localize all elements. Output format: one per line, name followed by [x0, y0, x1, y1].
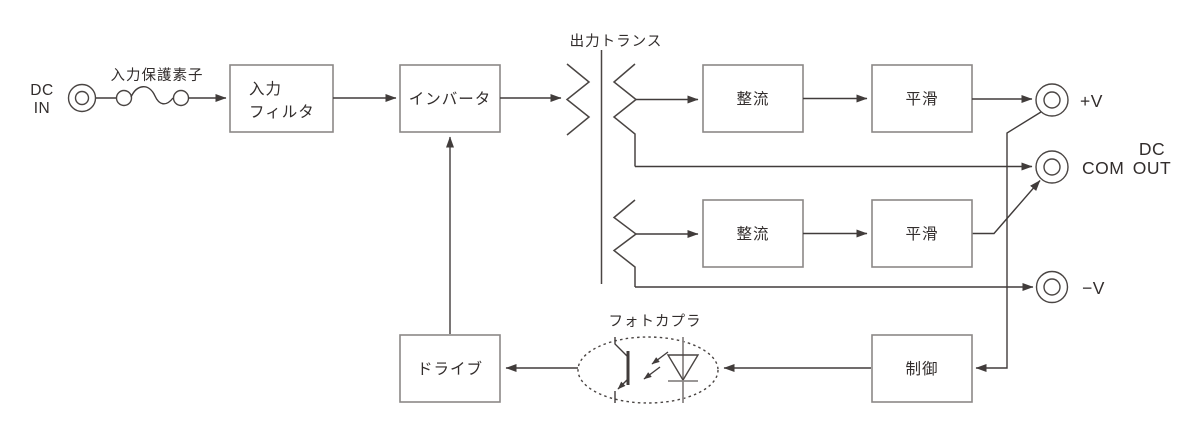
block-drive: ドライブ [399, 334, 501, 403]
transformer-secondary-winding-top [612, 63, 638, 167]
block-smoothing-top: 平滑 [871, 64, 973, 133]
photocoupler-label: フォトカプラ [609, 313, 702, 330]
wire-voltage-sense-to-control [975, 111, 1042, 372]
input-protection-label: 入力保護素子 [111, 67, 204, 84]
block-smoothing-bottom: 平滑 [871, 199, 973, 268]
terminal-com-icon [1035, 150, 1069, 184]
rectifier-bottom-label: 整流 [736, 225, 769, 243]
block-rectifier-top: 整流 [702, 64, 804, 133]
dc-out-label-line2: OUT [1133, 158, 1171, 178]
rectifier-top-label: 整流 [736, 90, 769, 108]
light-arrows-icon [643, 351, 669, 380]
transformer-primary-winding [565, 63, 591, 136]
dc-input-section: DC IN 入力保護素子 [30, 67, 227, 117]
terminal-plus-v-icon [1035, 83, 1069, 117]
photocoupler-outline [577, 336, 719, 404]
inverter-label: インバータ [409, 90, 492, 108]
control-label: 制御 [905, 360, 938, 378]
plus-v-label: +V [1080, 91, 1103, 111]
drive-label: ドライブ [417, 359, 483, 378]
block-inverter: インバータ [399, 64, 501, 133]
input-filter-label-line1: 入力 [249, 80, 282, 98]
wire-smoothing-bottom-to-com [972, 180, 1041, 235]
transformer-symbol: 出力トランス [565, 33, 663, 287]
fuse-icon [115, 86, 190, 107]
smoothing-bottom-label: 平滑 [905, 225, 938, 243]
phototransistor-icon [614, 337, 630, 403]
dc-out-label-line1: DC [1139, 139, 1165, 159]
block-rectifier-bottom: 整流 [702, 199, 804, 268]
terminal-minus-v-icon [1035, 270, 1069, 304]
minus-v-label: −V [1082, 278, 1105, 298]
block-control: 制御 [871, 334, 973, 403]
com-label: COM [1082, 158, 1124, 178]
output-transformer-label: 出力トランス [570, 33, 663, 50]
led-icon [666, 337, 700, 403]
transformer-secondary-winding-bottom [612, 199, 638, 287]
terminal-dc-in-icon [67, 83, 97, 113]
input-filter-label-line2: フィルタ [249, 103, 315, 121]
block-input-filter: 入力 フィルタ [229, 64, 334, 133]
dc-in-label-line1: DC [30, 82, 53, 99]
dc-in-label-line2: IN [34, 100, 51, 117]
photocoupler-symbol: フォトカプラ [577, 313, 719, 404]
smoothing-top-label: 平滑 [905, 90, 938, 108]
